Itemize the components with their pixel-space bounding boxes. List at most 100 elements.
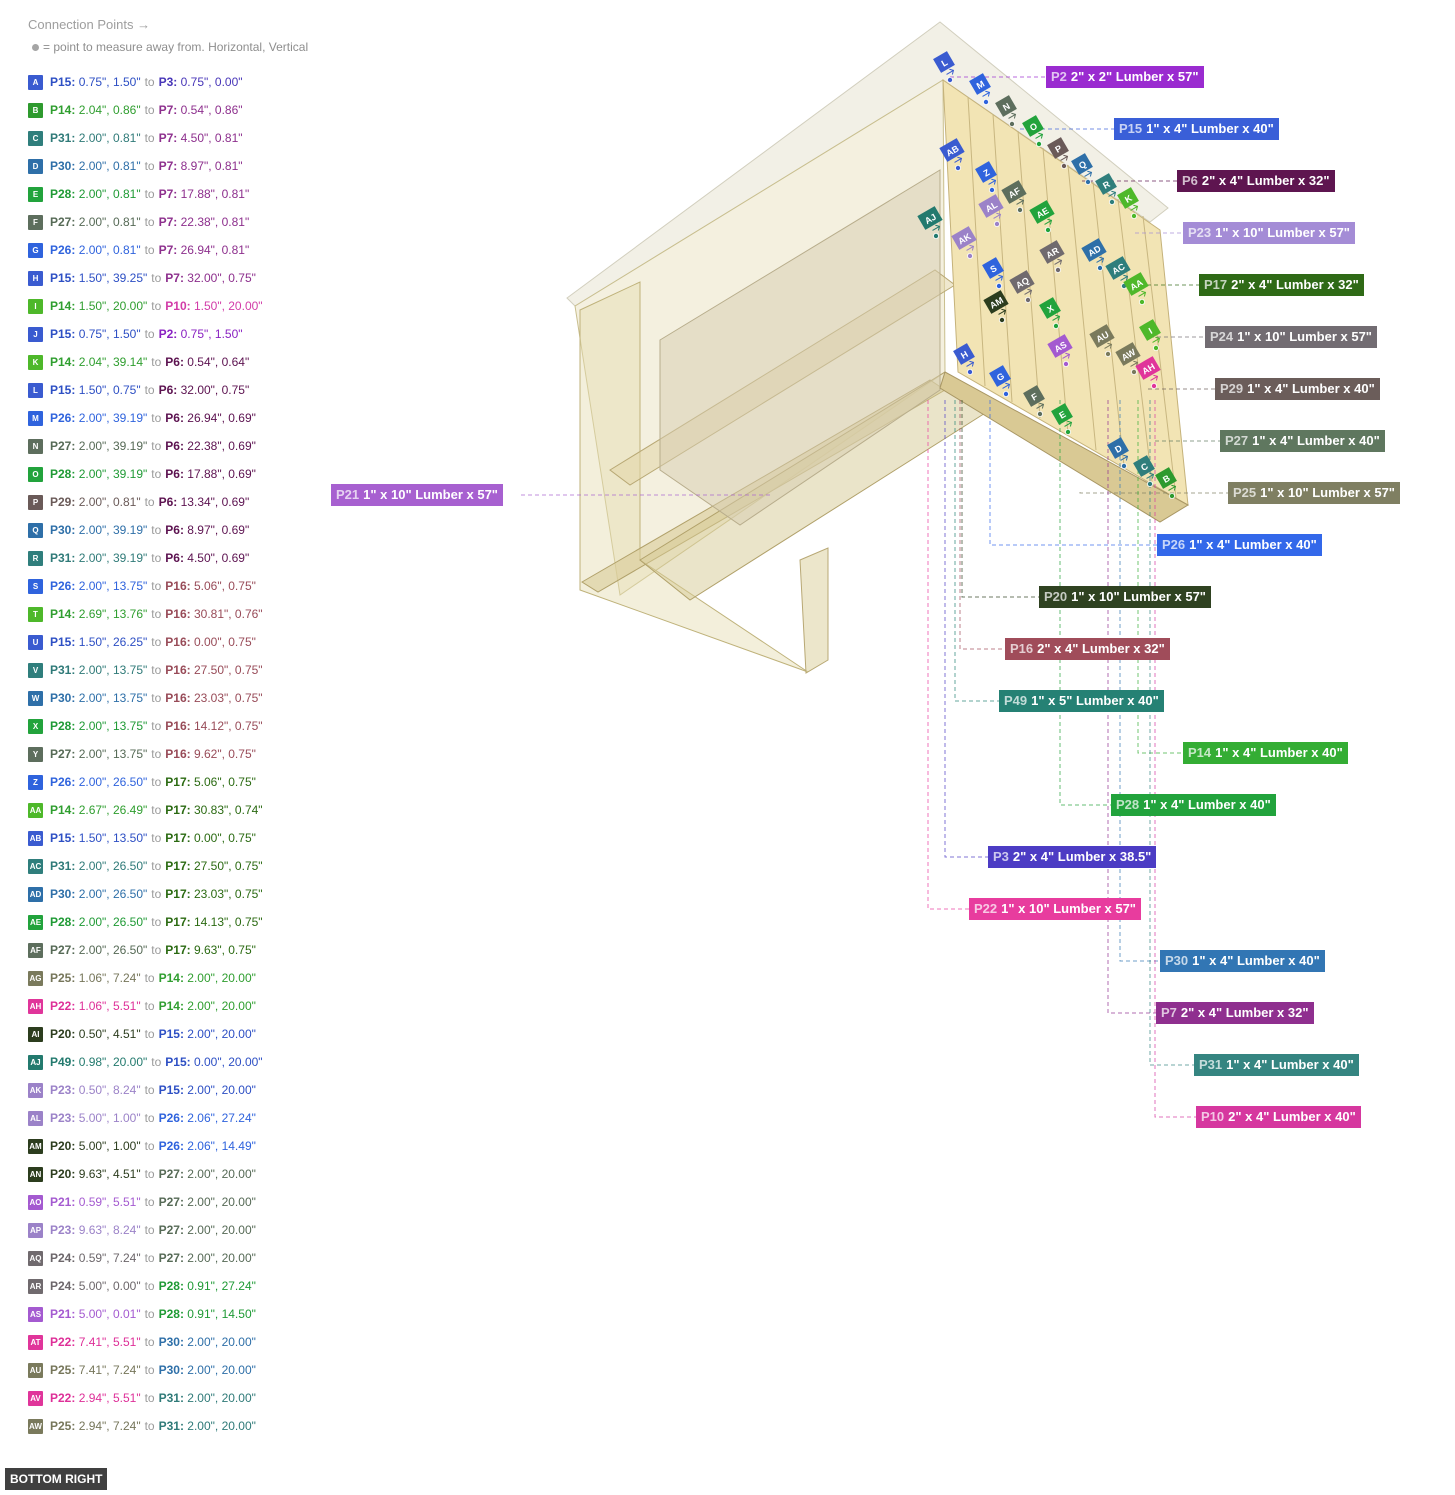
model-badge[interactable]: AD xyxy=(1081,238,1110,268)
connection-points-title[interactable]: Connection Points → xyxy=(28,17,151,32)
model-badge[interactable]: H xyxy=(953,343,978,371)
model-badge[interactable]: AR xyxy=(1039,240,1068,270)
model-badge[interactable]: P xyxy=(1047,137,1072,165)
model-badge[interactable]: B xyxy=(1155,467,1180,495)
model-badge[interactable]: D xyxy=(1107,437,1132,465)
model-badge[interactable]: AQ xyxy=(1009,270,1038,300)
model-badge[interactable]: AU xyxy=(1089,324,1118,354)
model-badge[interactable]: AB xyxy=(939,138,968,168)
model-badge[interactable]: AJ xyxy=(917,206,946,236)
bottom-right-button[interactable]: BOTTOM RIGHT xyxy=(5,1468,108,1490)
model-badge[interactable]: K xyxy=(1117,187,1142,215)
model-badge[interactable]: Z xyxy=(975,161,1000,189)
model-badge[interactable]: AM xyxy=(983,290,1012,320)
model-badge[interactable]: X xyxy=(1039,297,1064,325)
model-badge[interactable]: L xyxy=(933,51,958,79)
model-badge[interactable]: M xyxy=(969,73,994,101)
model-badge[interactable]: AE xyxy=(1029,200,1058,230)
model-badge[interactable]: AL xyxy=(978,194,1007,224)
model-badge[interactable]: G xyxy=(989,365,1014,393)
model-badge[interactable]: C xyxy=(1133,455,1158,483)
model-badge[interactable]: AA xyxy=(1123,272,1152,302)
model-badge[interactable]: I xyxy=(1139,319,1164,347)
model-badge[interactable]: AS xyxy=(1047,334,1076,364)
model-badge[interactable]: AH xyxy=(1135,356,1164,386)
model-badge[interactable]: R xyxy=(1095,173,1120,201)
model-badge[interactable]: S xyxy=(982,257,1007,285)
model-badge[interactable]: AC xyxy=(1105,256,1134,286)
model-badge[interactable]: AK xyxy=(951,226,980,256)
model-badge[interactable]: AW xyxy=(1115,342,1144,372)
model-badge[interactable]: F xyxy=(1023,385,1048,413)
model-badge[interactable]: Q xyxy=(1071,153,1096,181)
